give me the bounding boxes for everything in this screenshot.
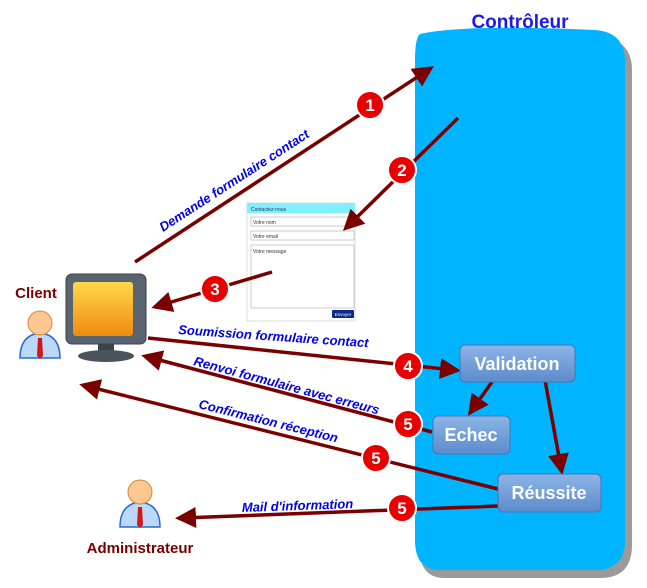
badge-2: 2	[387, 155, 417, 185]
arrow-5b	[79, 379, 499, 491]
admin-user-icon	[119, 479, 161, 528]
form-field-message: Votre message	[253, 249, 287, 255]
badge-5b: 5	[361, 443, 391, 473]
label-soumission: Soumission formulaire contact	[178, 322, 370, 350]
arrow-validation-reussite	[543, 379, 569, 475]
arrow-5a	[141, 350, 433, 434]
client-user-icon	[19, 310, 61, 359]
badge-3: 3	[200, 274, 230, 304]
svg-text:Validation: Validation	[474, 354, 559, 374]
svg-text:5: 5	[403, 415, 412, 434]
validation-box: Validation	[459, 344, 576, 383]
badge-5c: 5	[387, 493, 417, 523]
form-field-name: Votre nom	[253, 220, 276, 226]
client-label: Client	[15, 285, 57, 302]
svg-text:5: 5	[397, 499, 406, 518]
badge-5a: 5	[393, 409, 423, 439]
badge-1: 1	[355, 90, 385, 120]
contact-form-thumbnail: Contactez-nous Votre nom Votre email Vot…	[246, 202, 356, 322]
step-badges: 1 2 3 4 5 5 5	[200, 90, 423, 523]
echec-box: Echec	[432, 415, 511, 455]
svg-text:5: 5	[371, 449, 380, 468]
svg-text:Réussite: Réussite	[511, 483, 586, 503]
monitor-icon	[65, 273, 147, 362]
admin-label: Administrateur	[87, 540, 194, 557]
svg-text:3: 3	[210, 280, 219, 299]
svg-text:1: 1	[365, 96, 374, 115]
badge-4: 4	[393, 351, 423, 381]
form-field-email: Votre email	[253, 234, 278, 240]
form-submit: Envoyer	[335, 312, 352, 317]
svg-text:2: 2	[397, 161, 406, 180]
reussite-box: Réussite	[497, 473, 602, 513]
svg-text:4: 4	[403, 357, 413, 376]
arrow-validation-echec	[467, 380, 494, 416]
form-header: Contactez-nous	[251, 207, 287, 213]
controller-title: Contrôleur	[471, 12, 569, 33]
arrow-5c	[175, 504, 499, 528]
svg-text:Echec: Echec	[444, 425, 497, 445]
label-mail: Mail d'information	[242, 496, 354, 515]
